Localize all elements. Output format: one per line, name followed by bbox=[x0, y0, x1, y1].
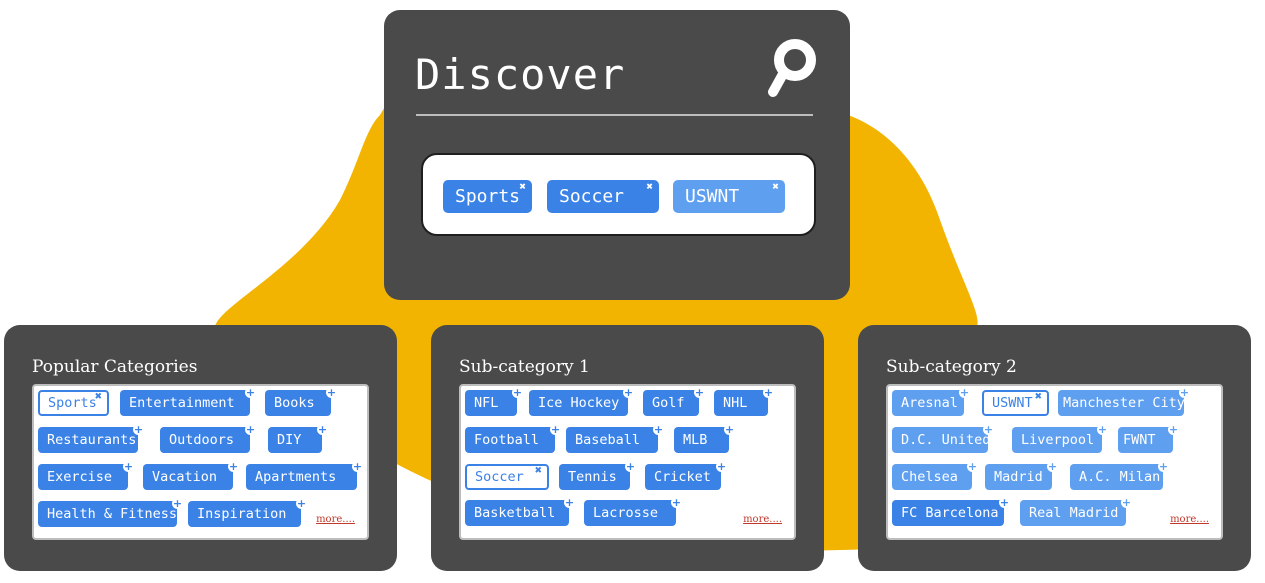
tag-diy[interactable]: DIY+ bbox=[268, 424, 328, 453]
tag-fwnt[interactable]: FWNT+ bbox=[1118, 424, 1179, 453]
plus-circle-icon[interactable]: + bbox=[716, 460, 727, 473]
discover-panel: Discover Sports ✖ Soccer ✖ USWNT ✖ bbox=[384, 10, 850, 300]
plus-circle-icon[interactable]: + bbox=[245, 423, 256, 436]
more-link[interactable]: more.... bbox=[743, 514, 782, 525]
sub-category-2-panel: Sub-category 2 Aresnal+ USWNT✖ Mancheste… bbox=[858, 325, 1251, 571]
close-icon[interactable]: ✖ bbox=[646, 180, 653, 193]
tag-fc-barcelona[interactable]: FC Barcelona+ bbox=[892, 497, 1010, 526]
tag-tennis[interactable]: Tennis+ bbox=[559, 461, 636, 490]
plus-circle-icon[interactable]: + bbox=[1097, 423, 1108, 436]
tag-chelsea[interactable]: Chelsea+ bbox=[892, 461, 978, 490]
plus-circle-icon[interactable]: + bbox=[625, 460, 636, 473]
plus-circle-icon[interactable]: + bbox=[317, 423, 328, 436]
plus-circle-icon[interactable]: + bbox=[763, 386, 774, 399]
sub-category-1-panel: Sub-category 1 NFL+ Ice Hockey+ Golf+ NH… bbox=[431, 325, 824, 571]
close-icon[interactable]: ✖ bbox=[534, 466, 542, 476]
tag-sports[interactable]: Sports✖ bbox=[38, 390, 109, 416]
panel-title: Sub-category 1 bbox=[459, 357, 590, 377]
tag-outdoors[interactable]: Outdoors+ bbox=[160, 424, 256, 453]
plus-circle-icon[interactable]: + bbox=[564, 496, 575, 509]
discover-divider bbox=[416, 114, 813, 116]
tag-health-fitness[interactable]: Health & Fitness+ bbox=[38, 498, 183, 527]
plus-circle-icon[interactable]: + bbox=[1179, 386, 1190, 399]
popular-categories-panel: Popular Categories Sports✖ Entertainment… bbox=[4, 325, 397, 571]
close-icon[interactable]: ✖ bbox=[94, 392, 102, 402]
tag-mlb[interactable]: MLB+ bbox=[674, 424, 735, 453]
tag-golf[interactable]: Golf+ bbox=[643, 387, 705, 416]
plus-circle-icon[interactable]: + bbox=[133, 423, 144, 436]
plus-circle-icon[interactable]: + bbox=[983, 423, 994, 436]
plus-circle-icon[interactable]: + bbox=[512, 386, 523, 399]
tag-lacrosse[interactable]: Lacrosse+ bbox=[584, 497, 682, 526]
tag-uswnt[interactable]: USWNT✖ bbox=[982, 390, 1049, 416]
panel-title: Popular Categories bbox=[32, 357, 198, 377]
tag-basketball[interactable]: Basketball+ bbox=[465, 497, 575, 526]
plus-circle-icon[interactable]: + bbox=[623, 386, 634, 399]
tag-books[interactable]: Books+ bbox=[265, 387, 337, 416]
sub2-tag-box: Aresnal+ USWNT✖ Manchester City+ D.C. Un… bbox=[886, 384, 1223, 540]
selected-tag-soccer[interactable]: Soccer ✖ bbox=[547, 180, 659, 213]
plus-circle-icon[interactable]: + bbox=[228, 460, 239, 473]
plus-circle-icon[interactable]: + bbox=[959, 386, 970, 399]
tag-nfl[interactable]: NFL+ bbox=[465, 387, 523, 416]
plus-circle-icon[interactable]: + bbox=[967, 460, 978, 473]
close-icon[interactable]: ✖ bbox=[519, 180, 526, 193]
tag-vacation[interactable]: Vacation+ bbox=[143, 461, 239, 490]
plus-circle-icon[interactable]: + bbox=[724, 423, 735, 436]
plus-circle-icon[interactable]: + bbox=[1168, 423, 1179, 436]
search-icon[interactable] bbox=[768, 38, 820, 100]
popular-tag-box: Sports✖ Entertainment+ Books+ Restaurant… bbox=[32, 384, 369, 540]
plus-circle-icon[interactable]: + bbox=[653, 423, 664, 436]
plus-circle-icon[interactable]: + bbox=[326, 386, 337, 399]
plus-circle-icon[interactable]: + bbox=[999, 496, 1010, 509]
tag-nhl[interactable]: NHL+ bbox=[714, 387, 774, 416]
tag-madrid[interactable]: Madrid+ bbox=[985, 461, 1058, 490]
more-link[interactable]: more.... bbox=[1170, 514, 1209, 525]
tag-dc-united[interactable]: D.C. United+ bbox=[892, 424, 994, 453]
close-icon[interactable]: ✖ bbox=[772, 180, 779, 193]
plus-circle-icon[interactable]: + bbox=[694, 386, 705, 399]
close-icon[interactable]: ✖ bbox=[1034, 392, 1042, 402]
sub1-tag-box: NFL+ Ice Hockey+ Golf+ NHL+ Football+ Ba… bbox=[459, 384, 796, 540]
plus-circle-icon[interactable]: + bbox=[352, 460, 363, 473]
plus-circle-icon[interactable]: + bbox=[245, 386, 256, 399]
tag-entertainment[interactable]: Entertainment+ bbox=[120, 387, 256, 416]
plus-circle-icon[interactable]: + bbox=[123, 460, 134, 473]
tag-liverpool[interactable]: Liverpool+ bbox=[1012, 424, 1108, 453]
plus-circle-icon[interactable]: + bbox=[671, 496, 682, 509]
tag-aresnal[interactable]: Aresnal+ bbox=[892, 387, 970, 416]
selected-tags-box: Sports ✖ Soccer ✖ USWNT ✖ bbox=[421, 153, 816, 236]
tag-real-madrid[interactable]: Real Madrid+ bbox=[1020, 497, 1132, 526]
tag-manchester-city[interactable]: Manchester City+ bbox=[1058, 387, 1190, 416]
tag-restaurants[interactable]: Restaurants+ bbox=[38, 424, 144, 453]
plus-circle-icon[interactable]: + bbox=[1158, 460, 1169, 473]
tag-exercise[interactable]: Exercise+ bbox=[38, 461, 134, 490]
selected-tag-sports[interactable]: Sports ✖ bbox=[443, 180, 532, 213]
tag-ice-hockey[interactable]: Ice Hockey+ bbox=[529, 387, 634, 416]
tag-soccer[interactable]: Soccer✖ bbox=[465, 464, 549, 490]
tag-ac-milan[interactable]: A.C. Milan+ bbox=[1070, 461, 1169, 490]
discover-title: Discover bbox=[415, 50, 626, 99]
plus-circle-icon[interactable]: + bbox=[1121, 496, 1132, 509]
selected-tag-uswnt[interactable]: USWNT ✖ bbox=[673, 180, 785, 213]
plus-circle-icon[interactable]: + bbox=[172, 497, 183, 510]
plus-circle-icon[interactable]: + bbox=[550, 423, 561, 436]
panel-title: Sub-category 2 bbox=[886, 357, 1017, 377]
tag-apartments[interactable]: Apartments+ bbox=[246, 461, 363, 490]
plus-circle-icon[interactable]: + bbox=[296, 497, 307, 510]
tag-inspiration[interactable]: Inspiration+ bbox=[188, 498, 307, 527]
tag-football[interactable]: Football+ bbox=[465, 424, 561, 453]
tag-baseball[interactable]: Baseball+ bbox=[566, 424, 664, 453]
tag-cricket[interactable]: Cricket+ bbox=[645, 461, 727, 490]
more-link[interactable]: more.... bbox=[316, 514, 355, 525]
plus-circle-icon[interactable]: + bbox=[1047, 460, 1058, 473]
